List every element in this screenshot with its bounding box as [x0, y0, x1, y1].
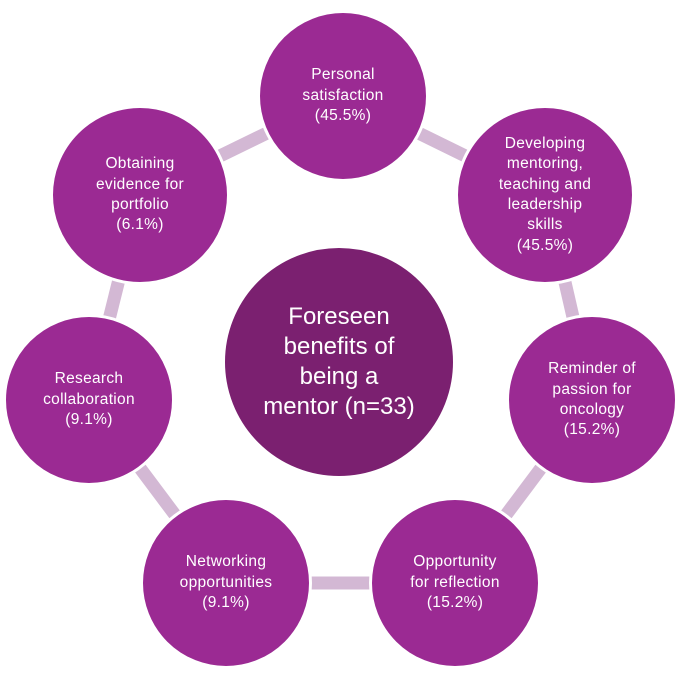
- benefit-label: Developing mentoring, teaching and leade…: [498, 134, 592, 254]
- benefit-developing-skills: Developing mentoring, teaching and leade…: [455, 105, 635, 285]
- benefit-personal-satisfaction: Personal satisfaction (45.5%): [257, 10, 429, 182]
- benefit-opportunity-for-reflection: Opportunity for reflection (15.2%): [369, 497, 541, 669]
- benefit-networking: Networking opportunities (9.1%): [140, 497, 312, 669]
- benefit-research-collaboration: Research collaboration (9.1%): [3, 314, 175, 486]
- benefit-label: Research collaboration (9.1%): [43, 370, 135, 429]
- benefit-label: Networking opportunities (9.1%): [179, 553, 273, 612]
- center-label: Foreseen benefits of being a mentor (n=3…: [263, 303, 415, 420]
- benefit-label: Opportunity for reflection (15.2%): [410, 553, 500, 612]
- benefit-label: Reminder of passion for oncology (15.2%): [548, 360, 636, 439]
- benefit-label: Personal satisfaction (45.5%): [302, 66, 384, 125]
- benefit-portfolio-evidence: Obtaining evidence for portfolio (6.1%): [50, 105, 230, 285]
- benefit-label: Obtaining evidence for portfolio (6.1%): [95, 155, 185, 234]
- center-circle: Foreseen benefits of being a mentor (n=3…: [222, 245, 456, 479]
- benefit-reminder-of-passion: Reminder of passion for oncology (15.2%): [506, 314, 678, 486]
